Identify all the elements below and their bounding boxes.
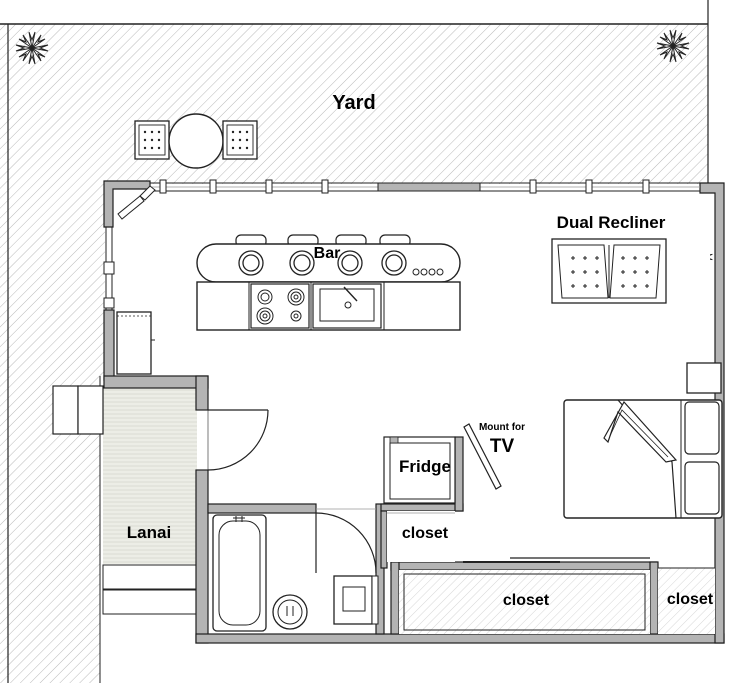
sink-icon xyxy=(312,283,382,329)
label-dual-recliner: Dual Recliner xyxy=(557,213,666,232)
toilet-icon xyxy=(333,575,379,625)
label-closet-long: closet xyxy=(503,592,550,609)
label-closet-small: closet xyxy=(402,525,449,542)
stove-icon xyxy=(250,283,310,329)
patio-table-icon xyxy=(134,113,258,169)
closet-right xyxy=(658,567,715,634)
closet-small xyxy=(387,511,455,562)
closet-long xyxy=(399,557,650,634)
entry-door[interactable] xyxy=(207,409,269,471)
walls xyxy=(103,180,725,644)
bathtub-icon xyxy=(212,514,267,632)
label-mount-for: Mount for xyxy=(479,422,525,433)
label-lanai: Lanai xyxy=(127,523,171,542)
bathroom-sink-icon xyxy=(272,594,308,630)
label-tv: TV xyxy=(490,436,515,457)
label-bar: Bar xyxy=(314,245,341,262)
label-fridge: Fridge xyxy=(399,457,451,476)
label-closet-right: closet xyxy=(667,591,714,608)
label-yard: Yard xyxy=(332,92,375,114)
recliner-icon xyxy=(551,238,667,304)
nightstand xyxy=(686,362,722,394)
bathroom-door[interactable] xyxy=(315,508,377,574)
fridge-icon xyxy=(383,436,456,504)
tv-mount xyxy=(463,423,502,490)
lanai-area xyxy=(52,385,198,615)
yard-area xyxy=(0,0,709,683)
top-window-wall xyxy=(103,179,700,310)
wall-cabinet xyxy=(116,311,155,375)
bed-icon xyxy=(563,399,723,519)
